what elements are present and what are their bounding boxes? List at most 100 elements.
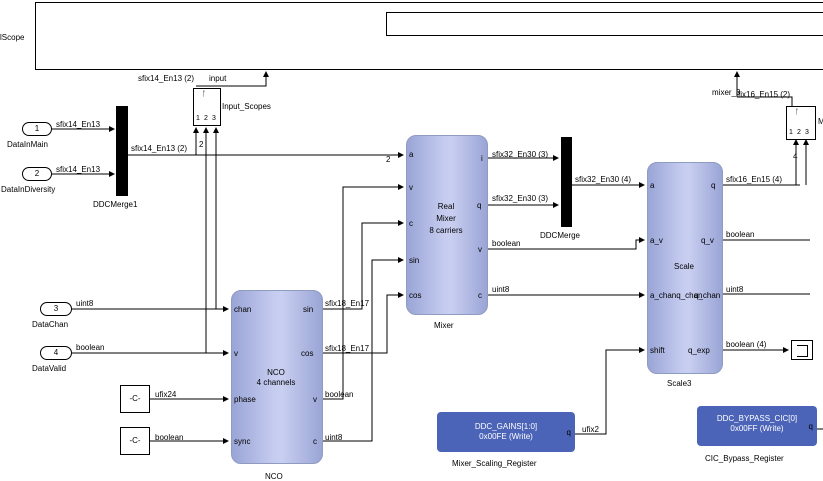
mixer-out-i: i <box>481 154 483 163</box>
mixer-in-cos: cos <box>409 291 422 300</box>
mixer-title-1: Real <box>437 202 455 211</box>
ddcmerge1-label: DDCMerge1 <box>93 200 138 209</box>
ddcmerge1-block[interactable] <box>116 106 128 196</box>
ddcmerge-out-sig: sfix32_En30 (4) <box>575 175 632 184</box>
scale-in-shift: shift <box>650 346 665 355</box>
nco-out-sin: sin <box>303 305 314 314</box>
inport-datachan[interactable]: 3 <box>40 302 72 316</box>
terminator-icon <box>797 345 808 357</box>
nco-in-v: v <box>234 349 238 358</box>
right-scope-port-1: 1 <box>789 129 793 136</box>
mixer-scaling-register-block[interactable]: DDC_GAINS[1:0] 0x00FE (Write) q <box>437 412 575 452</box>
mixer-out-v: v <box>478 245 482 254</box>
inport-dataindiversity-label: DataInDiversity <box>1 185 56 194</box>
inport-dataindiversity-sig: sfix14_En13 <box>56 165 101 174</box>
scope-port-3: 3 <box>212 115 216 122</box>
constant-phase-sig: ufix24 <box>155 390 177 399</box>
ddcmerge1-width: 2 <box>386 155 391 164</box>
scale-out-qv: q_v <box>701 236 714 245</box>
mixer-scaling-register-port: q <box>566 428 571 437</box>
input-signal-label: sfix14_En13 (2) <box>138 74 195 83</box>
scale-in-av: a_v <box>650 236 663 245</box>
scale-out-qchan: q_chan <box>694 291 721 300</box>
scale-chan-sig: uint8 <box>726 285 744 294</box>
scale-block[interactable] <box>647 162 723 374</box>
cic-bypass-register-label: CIC_Bypass_Register <box>705 454 784 463</box>
cic-bypass-register-line2: 0x00FF (Write) <box>730 424 784 433</box>
constant-sync[interactable]: -C- <box>120 427 150 455</box>
top-scope-label: lScope <box>0 33 25 42</box>
constant-sync-sig: boolean <box>155 433 184 442</box>
nco-out-v: v <box>313 395 317 404</box>
scale-q-sig: sfix16_En15 (4) <box>726 175 783 184</box>
input-scopes-label: Input_Scopes <box>222 102 271 111</box>
inport-datainmain[interactable]: 1 <box>22 122 52 136</box>
mixer-v-sig: boolean <box>492 239 521 248</box>
inport-dataindiversity[interactable]: 2 <box>22 167 52 181</box>
nco-cos-sig: sfix18_En17 <box>325 344 370 353</box>
top-scope-display <box>386 12 823 36</box>
mixer-c-sig: uint8 <box>492 285 510 294</box>
scope-port-2: 2 <box>204 115 208 122</box>
scale-out-q: q <box>711 181 716 190</box>
cic-bypass-register-port: q <box>808 422 813 431</box>
right-scope-label: M <box>818 117 823 126</box>
scale-width-label: 4 <box>793 152 798 161</box>
scope-port-1: 1 <box>196 115 200 122</box>
inport-datachan-sig: uint8 <box>76 299 94 308</box>
scale-label: Scale3 <box>667 379 692 388</box>
scale-in-a: a <box>650 181 655 190</box>
right-scope-icon: ᚪ <box>795 109 800 116</box>
nco-out-cos: cos <box>301 349 314 358</box>
inport-datainmain-sig: sfix14_En13 <box>56 120 101 129</box>
scale-out-qexp: q_exp <box>688 346 710 355</box>
mixer-in-sin: sin <box>409 256 420 265</box>
scale-in-chan: a_chanq_chan <box>650 291 703 300</box>
mixer-signal-prefix: mixer_3 <box>712 88 741 97</box>
nco-v-sig: boolean <box>325 390 354 399</box>
ddcmerge-label: DDCMerge <box>540 231 581 240</box>
scale-title: Scale <box>673 262 694 271</box>
constant-phase[interactable]: -C- <box>120 385 150 413</box>
ddcmerge-block[interactable] <box>561 137 572 227</box>
mixer-out-q: q <box>477 201 482 210</box>
mixer-scaling-register-sig: ufix2 <box>582 425 599 434</box>
mixer-in-c: c <box>409 219 413 228</box>
input-name-label: input <box>209 74 227 83</box>
input-scopes-block[interactable]: ᚪ 1 2 3 <box>193 88 221 126</box>
inport-datachan-label: DataChan <box>32 320 69 329</box>
right-scope-port-3: 3 <box>805 129 809 136</box>
right-scope-block[interactable]: ᚪ 1 2 3 <box>786 106 816 140</box>
mixer-signal-label: fix16_En15 (2) <box>738 90 791 99</box>
nco-in-sync: sync <box>234 437 251 446</box>
nco-title-1: NCO <box>267 368 285 377</box>
inport-datavalid-sig: boolean <box>76 343 105 352</box>
terminator-block[interactable] <box>791 340 813 360</box>
mixer-title-2: Mixer <box>436 214 456 223</box>
nco-out-c: c <box>313 437 317 446</box>
inport-datavalid-label: DataValid <box>32 364 67 373</box>
nco-block[interactable] <box>231 290 323 464</box>
mixer-in-a: a <box>409 150 414 159</box>
mixer-scaling-register-line2: 0x00FE (Write) <box>479 432 533 441</box>
inport-datainmain-label: DataInMain <box>7 140 48 149</box>
mixer-i-sig: sfix32_En30 (3) <box>492 150 549 159</box>
cic-bypass-register-block[interactable]: DDC_BYPASS_CIC[0] 0x00FF (Write) q <box>697 406 817 446</box>
scale-exp-sig: boolean (4) <box>726 340 767 349</box>
right-scope-port-2: 2 <box>797 129 801 136</box>
inport-datavalid[interactable]: 4 <box>40 346 72 360</box>
mixer-scaling-register-line1: DDC_GAINS[1:0] <box>474 422 538 431</box>
mixer-scaling-register-label: Mixer_Scaling_Register <box>452 459 537 468</box>
mixer-q-sig: sfix32_En30 (3) <box>492 194 549 203</box>
mixer-title-3: 8 carriers <box>429 226 463 235</box>
nco-in-phase: phase <box>234 395 256 404</box>
input-scopes-width: 2 <box>199 140 204 149</box>
scope-icon: ᚪ <box>202 91 207 98</box>
top-scope-block[interactable] <box>35 2 823 70</box>
nco-label: NCO <box>265 472 283 481</box>
cic-bypass-register-line1: DDC_BYPASS_CIC[0] <box>716 414 798 423</box>
nco-sin-sig: sfix18_En17 <box>325 299 370 308</box>
mixer-block[interactable] <box>406 135 488 315</box>
nco-title-2: 4 channels <box>256 378 296 387</box>
